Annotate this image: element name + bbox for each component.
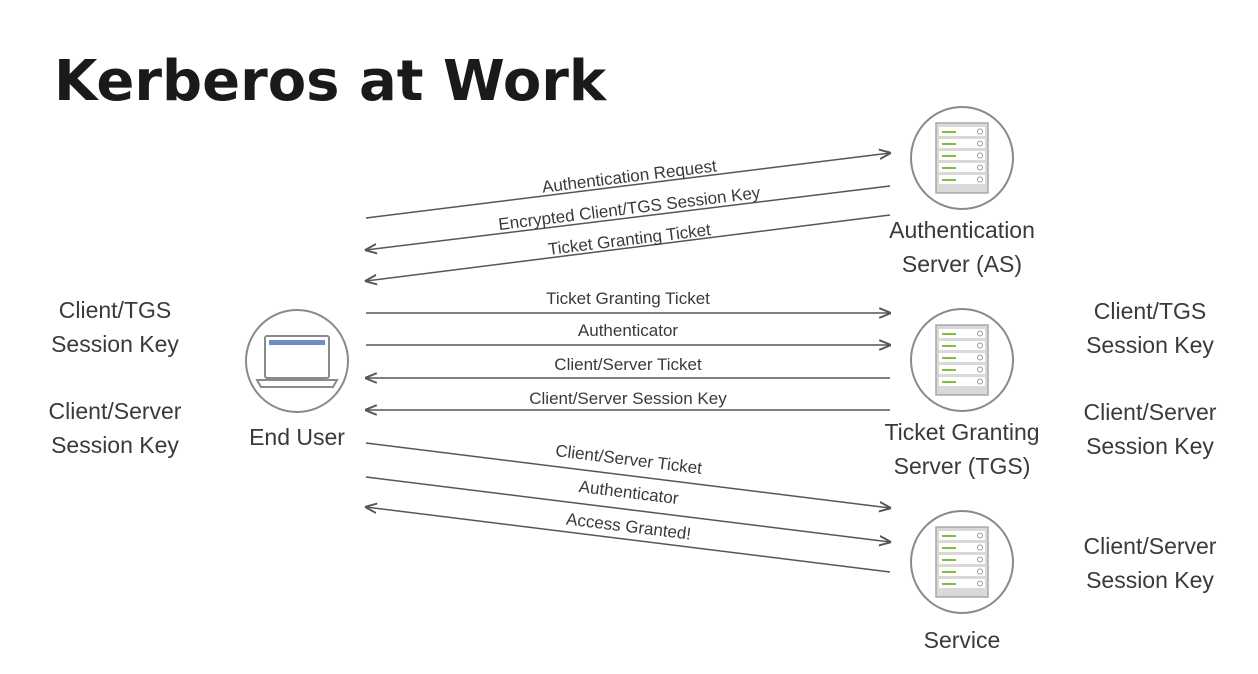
tgs-client-server-key-label: Client/Server Session Key	[1084, 399, 1217, 459]
arrow-authenticator-to-service	[365, 476, 890, 542]
laptop-screen-bar	[269, 340, 325, 345]
tgs-label-line2: Server (TGS)	[894, 453, 1031, 479]
arrow-client-server-ticket-to-service	[365, 442, 890, 508]
msg-client-server-ticket-tgs: Client/Server Ticket	[554, 355, 702, 374]
key-label-line: Session Key	[1086, 433, 1214, 459]
left-client-server-key-label: Client/Server Session Key	[49, 398, 182, 458]
authentication-server-node: Authentication Server (AS)	[889, 106, 1035, 277]
msg-client-server-session-key: Client/Server Session Key	[529, 389, 727, 408]
laptop-icon	[255, 335, 339, 388]
key-label-line: Client/Server	[1084, 533, 1217, 559]
msg-authenticator-service: Authenticator	[578, 477, 680, 508]
key-label-line: Client/TGS	[1094, 298, 1206, 324]
arrow-authentication-request	[365, 153, 890, 219]
service-client-server-key-label: Client/Server Session Key	[1084, 533, 1217, 593]
msg-authenticator-tgs: Authenticator	[578, 321, 679, 340]
server-icon	[935, 526, 989, 598]
key-label-line: Session Key	[51, 432, 179, 458]
service-label: Service	[924, 627, 1001, 653]
server-icon	[935, 324, 989, 396]
arrow-encrypted-session-key	[366, 185, 891, 250]
key-label-line: Session Key	[1086, 567, 1214, 593]
arrow-ticket-granting-ticket-return	[366, 214, 891, 281]
arrow-access-granted	[366, 507, 891, 573]
tgs-label-line1: Ticket Granting	[884, 419, 1039, 445]
msg-encrypted-session-key: Encrypted Client/TGS Session Key	[497, 183, 761, 234]
as-label-line1: Authentication	[889, 217, 1035, 243]
left-client-tgs-key-label: Client/TGS Session Key	[51, 297, 179, 357]
key-label-line: Session Key	[1086, 332, 1214, 358]
msg-client-server-ticket-service: Client/Server Ticket	[554, 441, 703, 478]
msg-ticket-granting-ticket-as: Ticket Granting Ticket	[547, 220, 712, 259]
end-user-node: End User	[245, 309, 349, 450]
key-label-line: Client/Server	[49, 398, 182, 424]
as-label-line2: Server (AS)	[902, 251, 1022, 277]
end-user-label: End User	[249, 424, 345, 450]
slide-title: Kerberos at Work	[54, 49, 608, 114]
service-node: Service	[910, 510, 1014, 653]
tgs-client-tgs-key-label: Client/TGS Session Key	[1086, 298, 1214, 358]
key-label-line: Client/Server	[1084, 399, 1217, 425]
key-label-line: Client/TGS	[59, 297, 171, 323]
msg-ticket-granting-ticket-tgs: Ticket Granting Ticket	[546, 289, 710, 308]
server-icon	[935, 122, 989, 194]
key-label-line: Session Key	[51, 331, 179, 357]
ticket-granting-server-node: Ticket Granting Server (TGS)	[884, 308, 1040, 479]
